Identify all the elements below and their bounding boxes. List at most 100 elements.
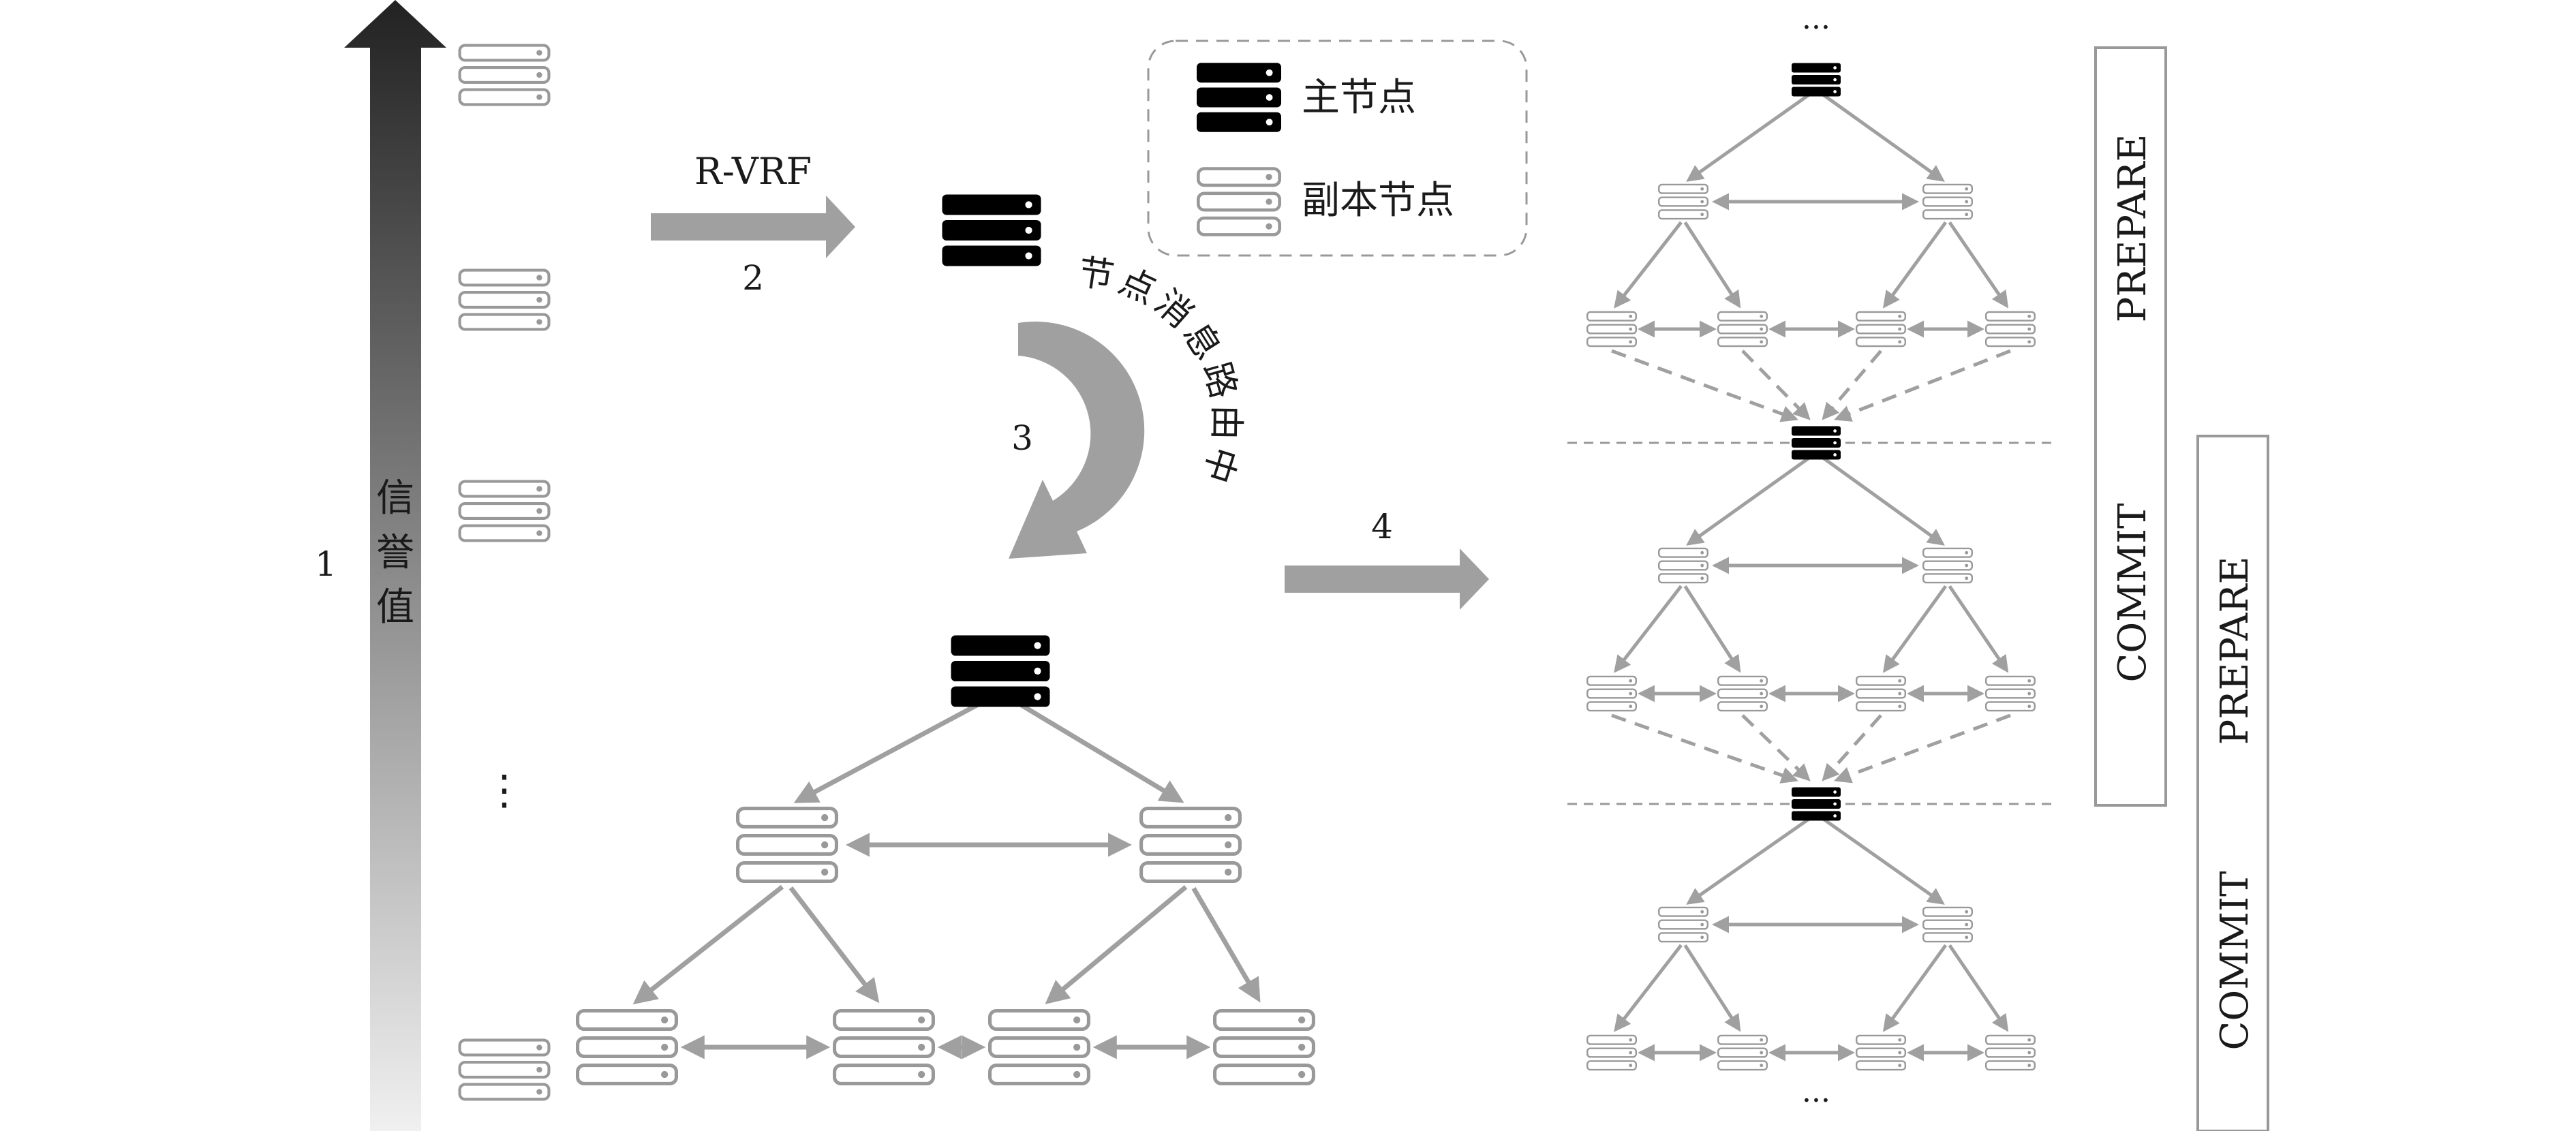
reputation-column: 信 誉 值 1 ⋮	[315, 0, 551, 1131]
reputation-label-char-2: 誉	[376, 531, 414, 575]
round-transition-1-2	[1822, 350, 1882, 420]
consensus-round-2-replica-l2-3	[1984, 675, 2036, 712]
reputation-nodes	[458, 44, 551, 1101]
consensus-round-2-replica-l2-2	[1855, 675, 1906, 712]
middle-tree-edge-root-0	[793, 690, 1002, 803]
consensus-round-1-edge-l2-3	[1948, 221, 2009, 309]
phase-box-round-2	[2196, 435, 2269, 1131]
reputation-ellipsis: ⋮	[484, 766, 525, 814]
round-transition-1-1	[1741, 350, 1811, 420]
legend-primary-icon	[1197, 63, 1281, 132]
middle-tree-replica-l1-0	[736, 807, 839, 884]
consensus-round-1-primary	[1792, 63, 1841, 97]
consensus-round-3-replica-l2-0	[1586, 1034, 1637, 1071]
round-transition-2-0	[1611, 713, 1798, 784]
consensus-round-2-edge-root-0	[1686, 451, 1818, 546]
consensus-round-1-replica-l1-0	[1657, 183, 1708, 220]
consensus-round-2-edge-l2-1	[1683, 585, 1741, 673]
step-2-number: 2	[742, 258, 764, 298]
consensus-round-3-edge-l2-0	[1614, 944, 1683, 1032]
middle-tree-replica-l2-1	[833, 1009, 936, 1086]
reputation-label-char-3: 值	[376, 585, 414, 630]
middle-tree-replica-l2-0	[575, 1009, 679, 1086]
step-1-number: 1	[315, 544, 337, 584]
consensus-round-3-primary	[1792, 787, 1841, 821]
middle-tree-replica-l2-2	[988, 1009, 1091, 1086]
phase-box-round-1	[2094, 46, 2167, 807]
reputation-label-char-1: 信	[376, 476, 414, 521]
elected-primary-node	[942, 194, 1041, 266]
round-transition-1-3	[1834, 349, 2011, 422]
consensus-round-2-edge-l2-3	[1948, 585, 2009, 673]
consensus-round-1-replica-l2-2	[1855, 311, 1906, 347]
consensus-round-1-edge-l2-0	[1614, 221, 1683, 309]
phase-boxes: PREPARE COMMIT PREPARE COMMIT	[2094, 46, 2269, 1131]
round-transition-2-1	[1741, 714, 1811, 781]
legend-primary-label: 主节点	[1302, 76, 1416, 120]
consensus-round-1-edge-l2-1	[1683, 221, 1741, 309]
reputation-node-1	[458, 44, 551, 106]
round-transition-1-0	[1611, 349, 1798, 422]
step-3-curved-arrow	[1009, 322, 1145, 559]
consensus-round-1-replica-l2-0	[1586, 311, 1637, 347]
consensus-rounds: ··· ···	[1567, 10, 2051, 1118]
consensus-round-2-replica-l1-1	[1922, 547, 1973, 584]
consensus-round-3-edge-root-1	[1815, 812, 1945, 905]
consensus-round-3-edge-l2-2	[1882, 944, 1948, 1032]
legend-replica-label: 副本节点	[1302, 179, 1454, 223]
step-3-number: 3	[1011, 418, 1033, 458]
step-3: 3 节点消息路由中	[1009, 252, 1242, 559]
legend: 主节点 副本节点	[1147, 40, 1528, 257]
step-4-arrow	[1285, 548, 1489, 610]
consensus-round-3-replica-l1-1	[1922, 906, 1973, 943]
elected-primary-tree	[575, 194, 1316, 1086]
consensus-round-1-edge-l2-2	[1882, 221, 1948, 309]
reputation-node-2	[458, 268, 551, 331]
consensus-round-2-primary	[1792, 426, 1841, 460]
consensus-round-3-replica-l2-1	[1717, 1034, 1768, 1071]
consensus-round-1-replica-l1-1	[1922, 183, 1973, 220]
consensus-round-3-edge-l2-3	[1948, 944, 2009, 1032]
reputation-node-4	[458, 1038, 551, 1101]
phase-label-commit-1: COMMIT	[2111, 503, 2155, 683]
legend-replica-icon	[1196, 167, 1281, 236]
phase-label-prepare-1: PREPARE	[2111, 134, 2155, 323]
consensus-round-3-replica-l1-0	[1657, 906, 1708, 943]
middle-tree-replica-l1-1	[1139, 807, 1242, 884]
consensus-round-1-edge-root-0	[1686, 88, 1818, 182]
middle-tree-edge-l2-1	[788, 886, 880, 1004]
consensus-round-2-edge-l2-2	[1882, 585, 1948, 673]
consensus-round-3-edge-l2-1	[1683, 944, 1741, 1032]
middle-tree-edge-root-1	[999, 690, 1184, 803]
step-4: 4	[1285, 507, 1489, 610]
consensus-round-1-replica-l2-3	[1984, 311, 2036, 347]
reputation-arrow	[344, 0, 446, 1131]
middle-tree-edge-l2-3	[1191, 887, 1261, 1003]
round-transition-2-3	[1834, 713, 2011, 784]
middle-tree-edge-l2-2	[1045, 885, 1188, 1004]
step-2: R-VRF 2	[651, 150, 855, 298]
middle-tree	[575, 635, 1316, 1086]
consensus-round-3-replica-l2-3	[1984, 1034, 2036, 1071]
step-2-arrow	[651, 196, 855, 258]
consensus-round-2	[1586, 426, 2036, 712]
consensus-round-3	[1586, 787, 2036, 1071]
consensus-round-2-replica-l2-1	[1717, 675, 1768, 712]
consensus-round-3-replica-l2-2	[1855, 1034, 1906, 1071]
step-2-label: R-VRF	[694, 150, 812, 193]
step-4-number: 4	[1371, 507, 1393, 546]
phase-label-commit-2: COMMIT	[2213, 871, 2257, 1051]
phase-label-prepare-2: PREPARE	[2213, 557, 2257, 745]
consensus-round-3-edge-root-0	[1686, 812, 1818, 905]
consensus-round-2-replica-l2-0	[1586, 675, 1637, 712]
middle-tree-replica-l2-3	[1213, 1009, 1316, 1086]
round-transition-2-2	[1822, 714, 1882, 781]
consensus-round-1-edge-root-1	[1815, 88, 1945, 182]
consensus-round-2-edge-l2-0	[1614, 585, 1683, 673]
consensus-round-2-replica-l1-0	[1657, 547, 1708, 584]
consensus-bottom-ellipsis: ···	[1802, 1083, 1830, 1118]
consensus-round-2-edge-root-1	[1815, 451, 1945, 546]
middle-tree-edge-l2-0	[632, 884, 784, 1005]
reputation-node-3	[458, 480, 551, 542]
